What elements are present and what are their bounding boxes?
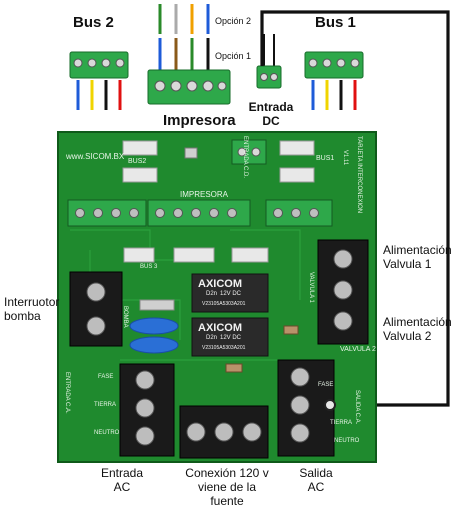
bus1-wires (311, 80, 357, 110)
dc-connector-group (256, 34, 282, 89)
silk-tierra-left: TIERRA (94, 402, 117, 408)
relay-2-code: V23105A5303A201 (202, 345, 246, 351)
label-bus1: Bus 1 (315, 14, 356, 31)
silk-bus3: BUS 3 (140, 264, 158, 270)
silk-impresora: IMPRESORA (180, 190, 229, 199)
bus1-connector-group (304, 51, 364, 110)
label-valvula-1: Alimentación Valvula 1 (383, 243, 452, 271)
loop-wire (260, 10, 450, 407)
bus2-screws (73, 58, 125, 68)
silk-bus1: BUS1 (316, 155, 335, 162)
silk-entrada-ca: ENTRADA C.A. (64, 372, 70, 414)
bus2-connector-group (69, 51, 129, 110)
dc-wires (263, 34, 275, 66)
silk-entrada-cd: ENTRADA C.D. (242, 136, 248, 179)
dc-connector (256, 65, 282, 89)
silk-valvula1: VALVULA 1 (308, 272, 314, 303)
printer-connector-group (147, 4, 231, 105)
relay-2-rating: 12V DC (220, 335, 242, 341)
label-entrada-dc: Entrada DC (248, 100, 294, 128)
diagram-canvas (57, 4, 450, 463)
label-conexion-120v: Conexión 120 v viene de la fuente (185, 466, 269, 508)
label-interruptor-bomba: Interruotor bomba (4, 295, 60, 323)
label-bus2: Bus 2 (73, 14, 114, 31)
silk-version: V1.11 (342, 150, 348, 166)
label-valvula-2: Alimentación Valvula 2 (383, 315, 452, 343)
silk-valvula2: VALVULA 2 (340, 346, 376, 353)
label-opcion1: Opción 1 (215, 51, 252, 61)
pcb-board (57, 131, 377, 463)
bus2-wires (76, 80, 122, 110)
silk-fase-left: FASE (98, 374, 114, 380)
relay-2 (191, 317, 269, 357)
silk-neutro-left: NEUTRO (94, 430, 120, 436)
relay-1 (191, 273, 269, 313)
silk-tierra-right: TIERRA (330, 420, 353, 426)
relay-1-brand: AXICOM (198, 278, 242, 290)
silk-tarjeta: TARJETA INTERCONEXION (356, 136, 362, 214)
opcion2-wires (158, 4, 210, 34)
label-entrada-ac: Entrada AC (100, 466, 144, 494)
silk-neutro-right: NEUTRO (334, 438, 360, 444)
opcion1-wires (158, 38, 210, 70)
silk-fase-right: FASE (318, 382, 334, 388)
relay-1-model: D2n (206, 291, 218, 297)
silk-bus2: BUS2 (128, 158, 147, 165)
silk-bomba: BOMBA (122, 306, 128, 328)
label-opcion2: Opción 2 (215, 16, 252, 26)
bus1-connector (304, 51, 364, 79)
silk-site: www.SICOM.BX (66, 152, 125, 161)
relay-2-model: D2n (206, 335, 218, 341)
bus2-connector (69, 51, 129, 79)
silk-salida-ca: SALIDA C.A. (354, 390, 360, 425)
relay-2-brand: AXICOM (198, 322, 242, 334)
relay-1-code: V23105A5303A201 (202, 301, 246, 307)
label-impresora: Impresora (163, 112, 236, 129)
label-salida-ac: Salida AC (299, 466, 333, 494)
relay-1-rating: 12V DC (220, 291, 242, 297)
